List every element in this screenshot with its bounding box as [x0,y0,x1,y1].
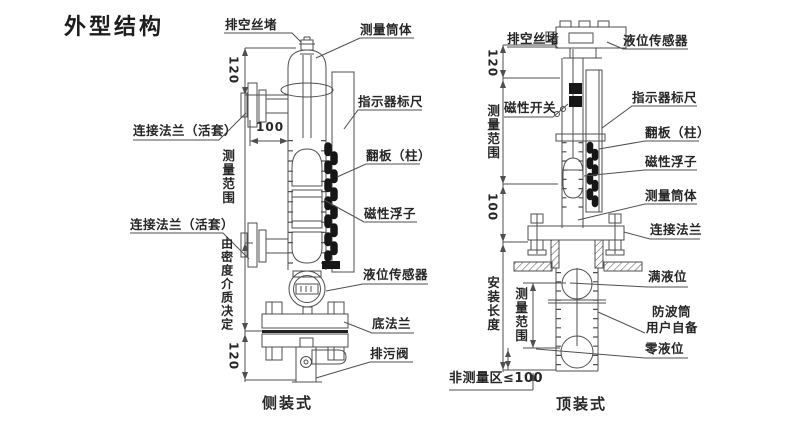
right-flange-label: 连接法兰 [650,222,703,237]
left-ruler-label: 指示器标尺 [358,94,424,109]
right-dim-range-bottom: 测量范围 [513,287,529,343]
right-leader-lines [504,38,700,359]
left-drain-valve-label: 排污阀 [370,346,410,361]
left-bottom-flange [261,301,349,361]
left-drain-valve [292,337,347,383]
left-flapper-label: 翻板（柱） [366,148,432,163]
left-float-label: 磁性浮子 [364,206,417,221]
left-diagram [130,32,428,383]
left-tube-label: 测量筒体 [360,22,413,37]
left-dim-100: 100 [256,120,285,134]
right-ruler-label: 指示器标尺 [632,90,698,105]
right-dim-120: 120 [485,49,500,78]
left-sensor-label: 液位传感器 [363,267,429,282]
right-level-sensor-head [545,20,627,59]
right-switch-label: 磁性开关 [504,100,557,115]
right-flapper-label: 翻板（柱） [645,125,711,140]
right-connection-flange [527,213,625,256]
left-connection-flange-top [240,82,288,128]
left-dim-density: 由密度介质决定 [219,237,234,332]
left-caption: 侧装式 [262,394,314,412]
right-caption: 顶装式 [556,395,608,413]
right-baffle-label-line1: 防波筒 [652,304,692,319]
right-dim-dead-zone: 非测量区≤100 [449,371,544,386]
left-dim-120-bottom: 120 [226,342,241,371]
right-full-level-label: 满液位 [648,269,688,284]
right-dim-range-top: 测量范围 [485,104,501,160]
right-tank-nozzle [513,239,643,272]
right-measuring-tube [555,49,606,228]
left-flange-top-label: 连接法兰（活套） [133,123,238,138]
right-dimension-lines [449,44,566,391]
right-zero-level-label: 零液位 [645,341,685,356]
left-dim-range: 测量范围 [220,149,236,205]
left-measuring-tube [280,36,334,270]
right-float-label: 磁性浮子 [645,154,698,169]
left-vent-plug-label: 排空丝堵 [225,17,278,32]
left-dim-120-top: 120 [226,56,241,85]
right-diagram [449,20,700,391]
page-title: 外型结构 [64,15,165,40]
left-connection-flange-bottom [240,222,288,268]
left-level-sensor [288,270,326,315]
right-magnetic-float [562,157,584,199]
right-vent-plug-label: 排空丝堵 [507,31,560,46]
left-magnetic-float [291,148,323,264]
right-sensor-label: 液位传感器 [623,33,689,48]
right-baffle-label-line2: 用户自备 [646,320,699,335]
right-dim-100: 100 [485,193,500,222]
left-flange-bottom-label: 连接法兰（活套） [130,217,235,232]
right-tube-label: 测量筒体 [645,188,698,203]
left-leader-lines [130,32,428,379]
right-magnetic-switch [569,83,582,107]
right-dim-install-len: 安装长度 [485,276,501,332]
left-bottom-flange-label: 底法兰 [372,316,412,331]
